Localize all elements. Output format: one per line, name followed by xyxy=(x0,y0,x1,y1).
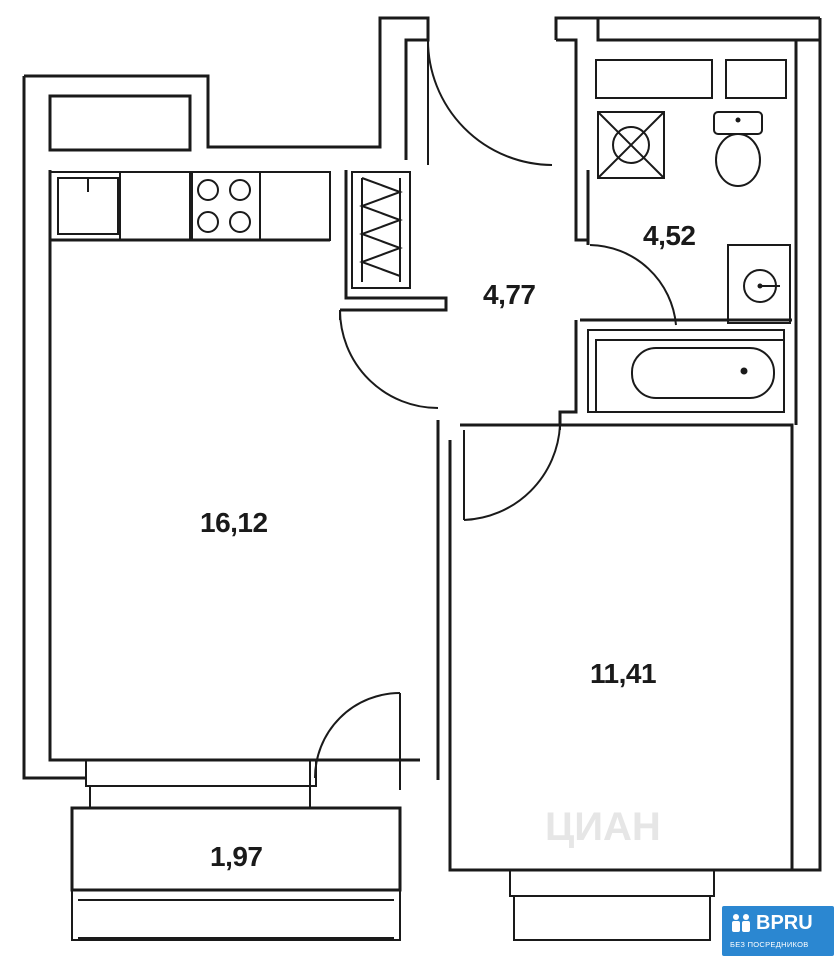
badge-logo: BPRU xyxy=(756,912,813,934)
badge-tagline: БЕЗ ПОСРЕДНИКОВ xyxy=(730,940,809,949)
washing-machine-icon xyxy=(597,111,665,179)
washbasin-icon xyxy=(727,244,791,324)
kitchen-units xyxy=(49,171,331,241)
people-icon xyxy=(732,914,750,932)
living-room-area: 16,12 xyxy=(200,507,268,538)
hallway-area: 4,77 xyxy=(483,279,536,310)
bpru-badge[interactable]: BPRU БЕЗ ПОСРЕДНИКОВ xyxy=(722,906,834,956)
bathroom-area: 4,52 xyxy=(643,220,696,251)
outer-walls xyxy=(22,16,822,872)
bedroom-area: 11,41 xyxy=(590,658,656,689)
toilet-icon xyxy=(713,111,763,187)
balcony-area: 1,97 xyxy=(210,841,263,872)
bathtub-icon xyxy=(587,329,785,413)
bathroom-fixtures xyxy=(587,59,791,413)
watermark: ЦИАН xyxy=(545,805,661,849)
windows-balcony xyxy=(70,759,715,941)
wardrobe-icon xyxy=(351,171,411,289)
doors xyxy=(309,39,677,808)
